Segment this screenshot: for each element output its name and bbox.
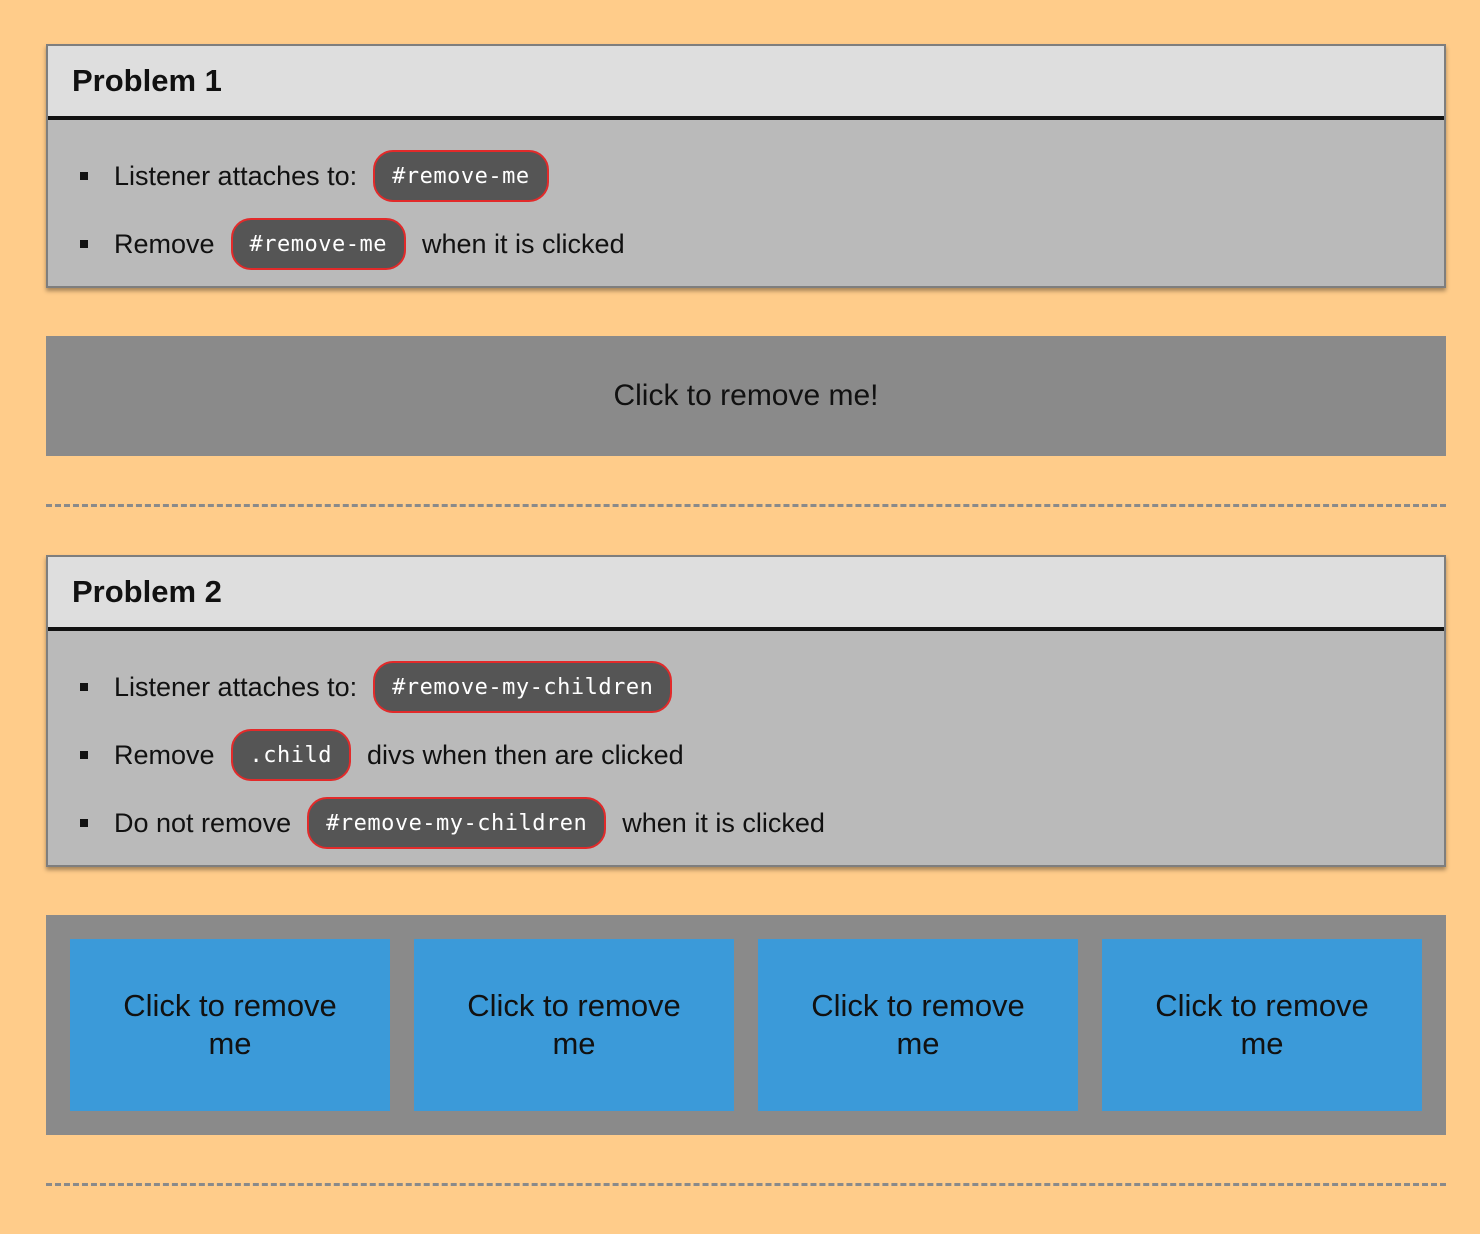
bullet-icon <box>80 819 88 827</box>
problem-2-item-2: Remove .child divs when then are clicked <box>80 729 1420 781</box>
bullet-icon <box>80 751 88 759</box>
item-text: Remove <box>114 228 215 259</box>
section-divider <box>46 1183 1446 1186</box>
child-remove-box-4[interactable]: Click to remove me <box>1102 939 1422 1111</box>
problem-1-item-2: Remove #remove-me when it is clicked <box>80 218 1420 270</box>
bullet-icon <box>80 683 88 691</box>
problem-2-body: Listener attaches to: #remove-my-childre… <box>48 631 1444 849</box>
problem-2-item-3: Do not remove #remove-my-children when i… <box>80 797 1420 849</box>
remove-me-target[interactable]: Click to remove me! <box>46 336 1446 456</box>
item-text: Listener attaches to: <box>114 160 358 191</box>
child-remove-box-2[interactable]: Click to remove me <box>414 939 734 1111</box>
problem-2-title: Problem 2 <box>72 574 222 609</box>
problem-1-card: Problem 1 Listener attaches to: #remove-… <box>46 44 1446 288</box>
problem-2-item-1: Listener attaches to: #remove-my-childre… <box>80 661 1420 713</box>
code-pill: #remove-my-children <box>373 661 673 713</box>
problem-1-title: Problem 1 <box>72 63 222 98</box>
item-text: Listener attaches to: <box>114 671 358 702</box>
code-pill: #remove-me <box>230 218 406 270</box>
child-remove-box-3[interactable]: Click to remove me <box>758 939 1078 1111</box>
problem-1-body: Listener attaches to: #remove-me Remove … <box>48 120 1444 270</box>
item-text-after: divs when then are clicked <box>367 739 684 770</box>
remove-my-children-container[interactable]: Click to remove me Click to remove me Cl… <box>46 915 1446 1135</box>
code-pill: .child <box>230 729 352 781</box>
code-pill: #remove-my-children <box>307 797 607 849</box>
item-text-after: when it is clicked <box>422 228 625 259</box>
bullet-icon <box>80 240 88 248</box>
item-text: Remove <box>114 739 215 770</box>
item-text: Do not remove <box>114 807 292 838</box>
page: Problem 1 Listener attaches to: #remove-… <box>46 44 1446 1186</box>
problem-2-header: Problem 2 <box>48 557 1444 631</box>
section-divider <box>46 504 1446 507</box>
code-pill: #remove-me <box>373 150 549 202</box>
problem-2-list: Listener attaches to: #remove-my-childre… <box>80 661 1420 849</box>
problem-2-card: Problem 2 Listener attaches to: #remove-… <box>46 555 1446 867</box>
bullet-icon <box>80 172 88 180</box>
problem-1-item-1: Listener attaches to: #remove-me <box>80 150 1420 202</box>
item-text-after: when it is clicked <box>622 807 825 838</box>
problem-1-header: Problem 1 <box>48 46 1444 120</box>
child-remove-box-1[interactable]: Click to remove me <box>70 939 390 1111</box>
problem-1-list: Listener attaches to: #remove-me Remove … <box>80 150 1420 270</box>
